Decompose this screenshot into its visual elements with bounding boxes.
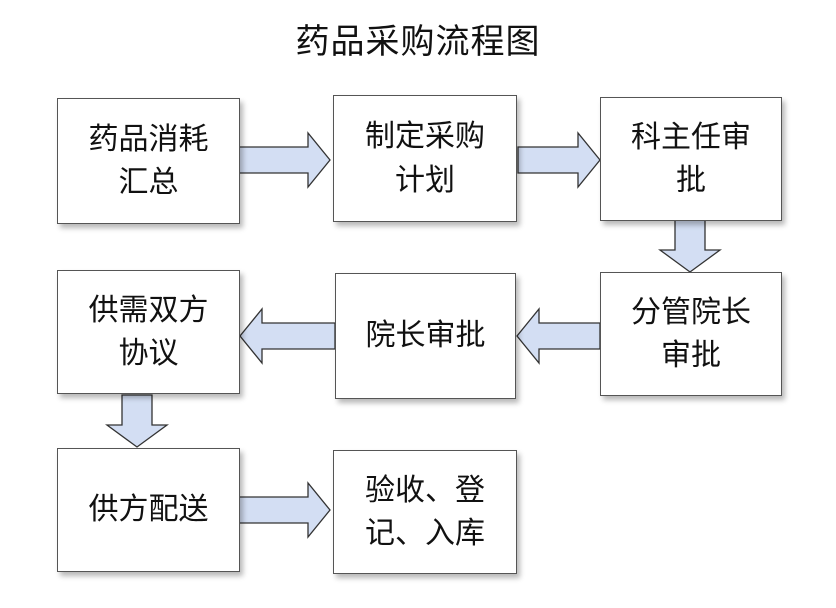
step-label: 供需双方 协议 (88, 292, 209, 372)
step-deputy-director-approval: 分管院长 审批 (600, 272, 782, 396)
arrow-s4-to-s5 (516, 307, 601, 365)
step-label: 科主任审 批 (631, 119, 751, 199)
step-make-purchase-plan: 制定采购 计划 (333, 95, 517, 222)
step-department-head-approval: 科主任审 批 (600, 97, 782, 221)
diagram-title: 药品采购流程图 (295, 22, 541, 62)
step-label: 药品消耗 汇总 (88, 121, 209, 201)
arrow-s1-to-s2 (237, 131, 331, 189)
arrow-s5-to-s6 (239, 307, 336, 365)
step-supply-demand-agreement: 供需双方 协议 (57, 270, 240, 394)
step-label: 制定采购 计划 (365, 119, 485, 198)
step-drug-consumption-summary: 药品消耗 汇总 (57, 98, 240, 224)
step-label: 验收、登 记、入库 (365, 472, 485, 552)
step-label: 分管院长 审批 (631, 294, 751, 374)
step-inspection-registration-storage: 验收、登 记、入库 (333, 450, 517, 574)
step-supplier-delivery: 供方配送 (57, 448, 240, 572)
arrow-s6-to-s7 (105, 394, 169, 448)
arrow-s2-to-s3 (517, 131, 601, 189)
arrow-s3-to-s4 (658, 219, 722, 273)
step-label: 供方配送 (88, 492, 209, 528)
step-director-approval: 院长审批 (335, 273, 516, 399)
step-label: 院长审批 (365, 318, 486, 354)
arrow-s7-to-s8 (237, 481, 331, 539)
